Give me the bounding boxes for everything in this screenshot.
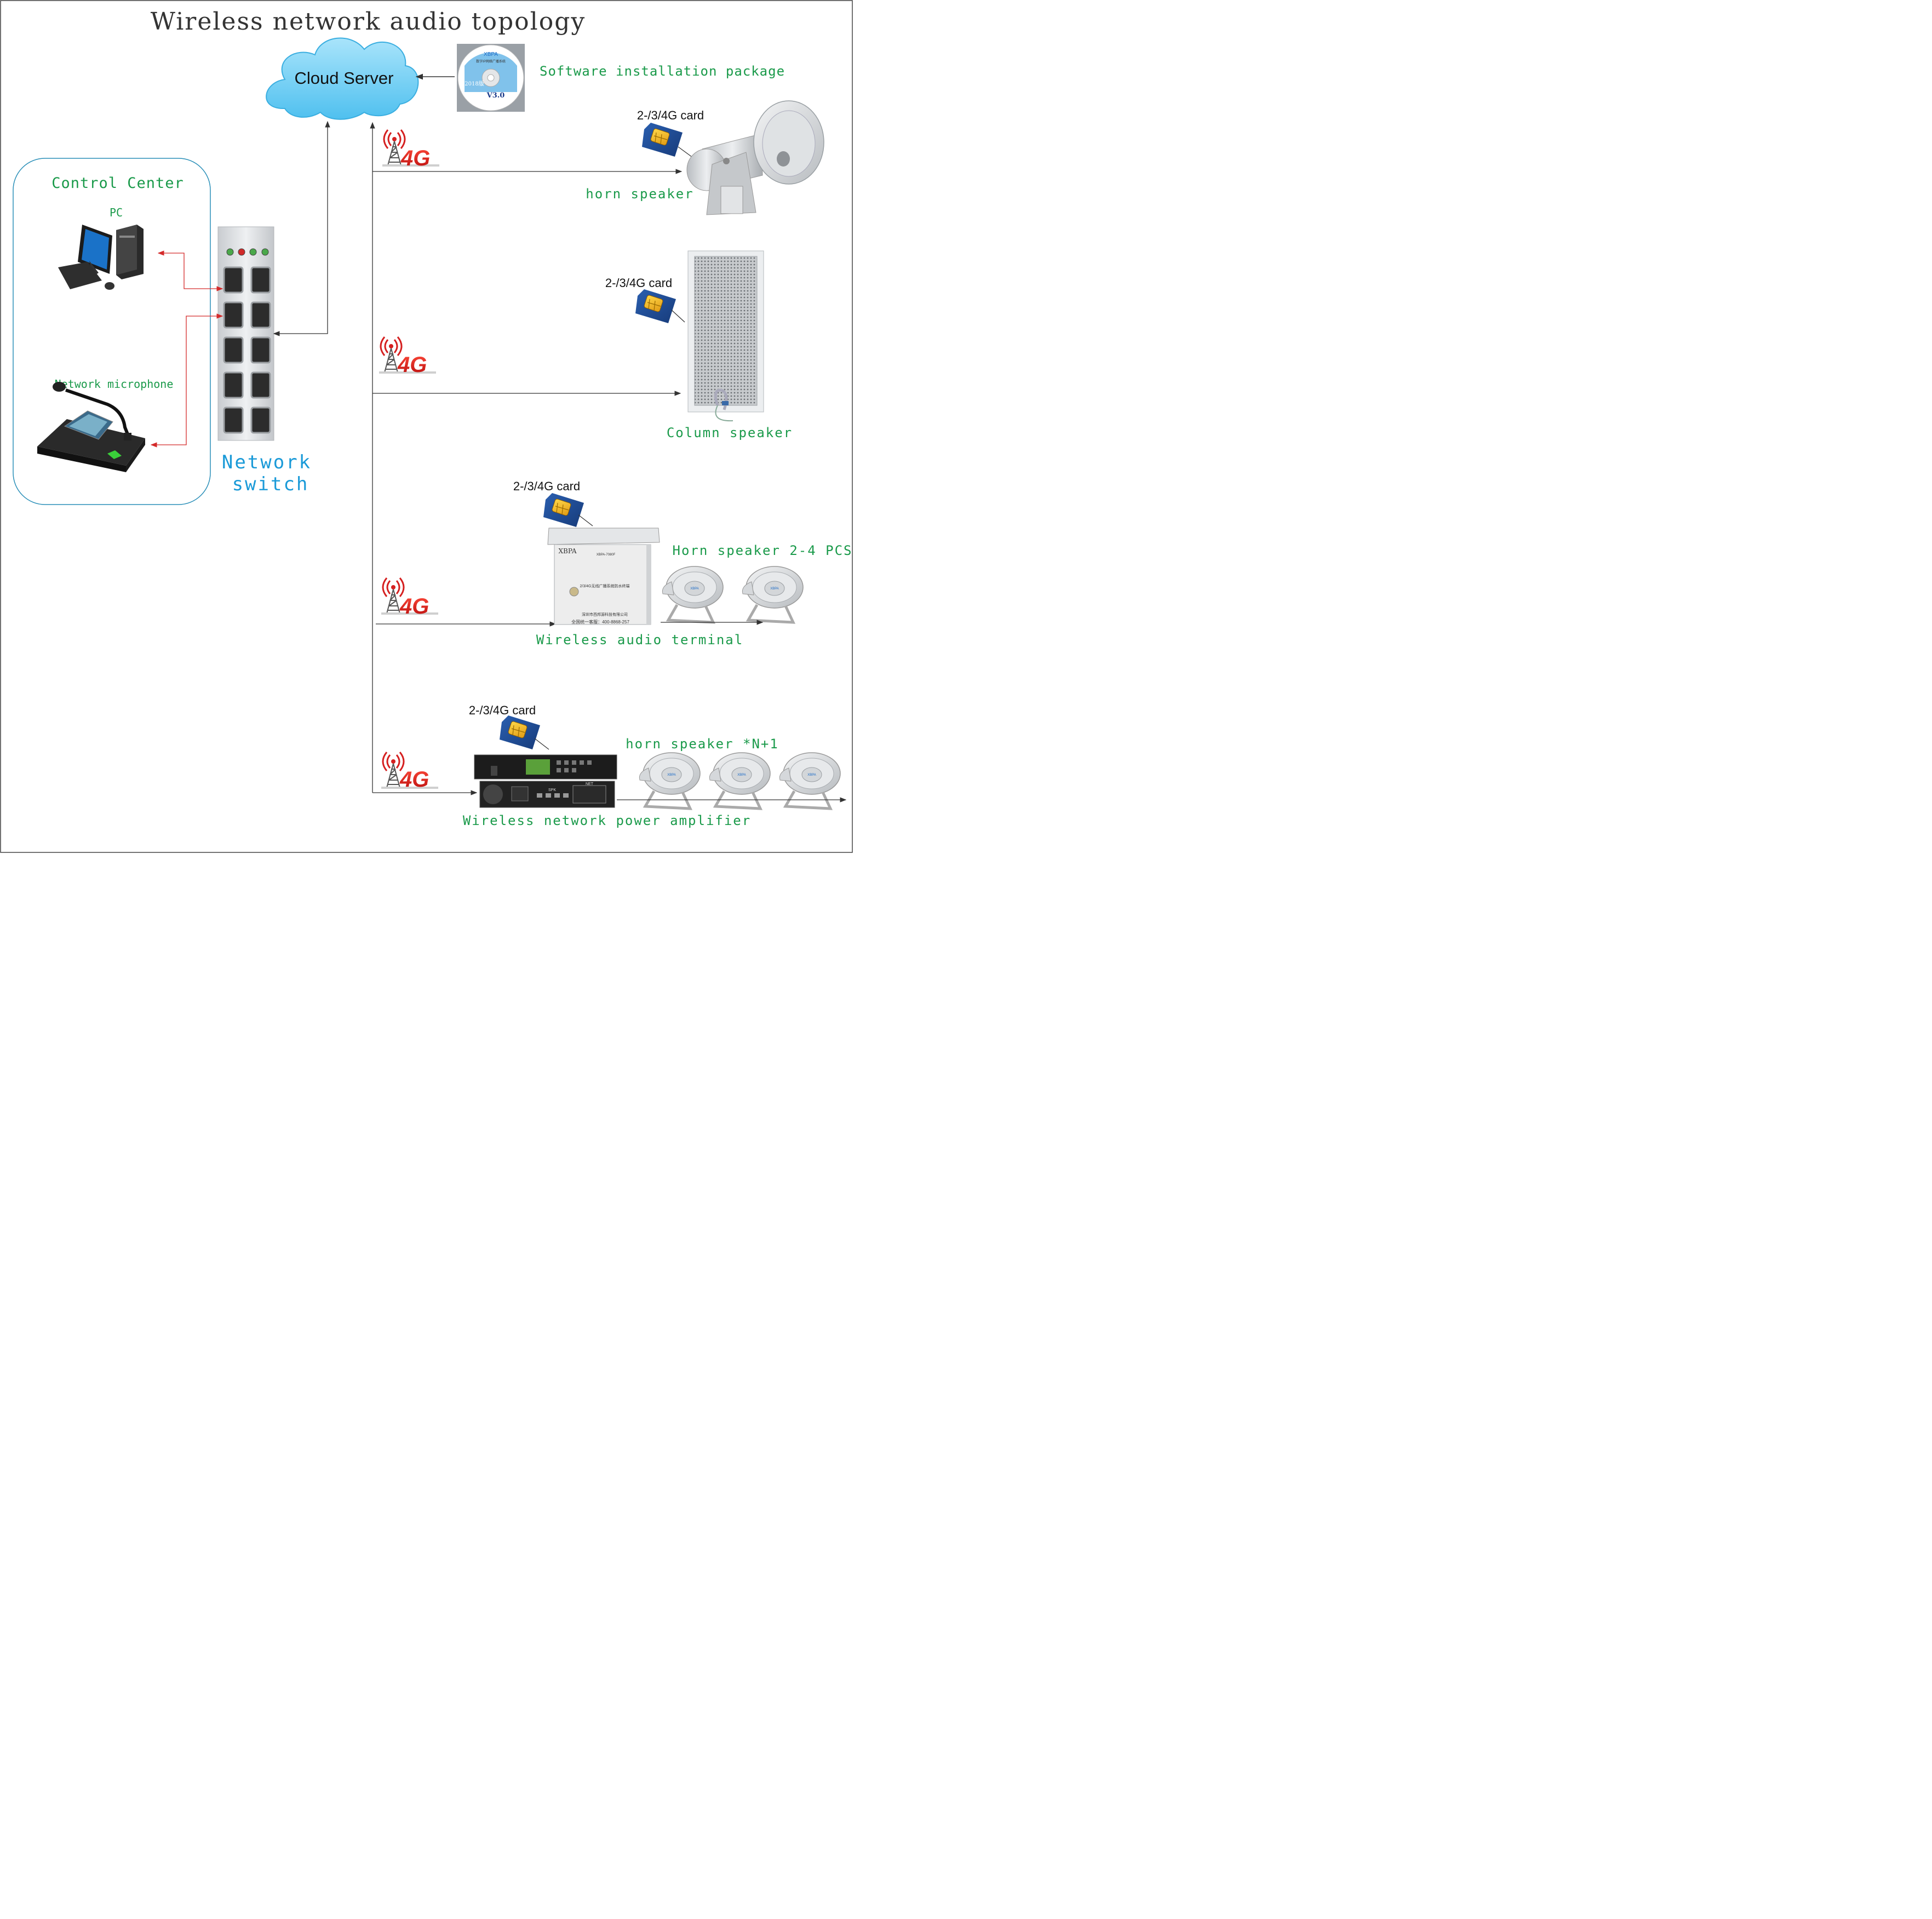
network-switch-icon (217, 226, 274, 441)
horn-speaker-small-icon (779, 753, 840, 809)
horn-speaker-small-icon (662, 566, 723, 622)
signal-4g-label: 4G (399, 767, 429, 792)
wireless-audio-terminal-label: Wireless audio terminal (536, 632, 743, 648)
network-microphone-icon (37, 382, 145, 472)
sim-card-label: 2-/3/4G card (637, 108, 704, 122)
software-package-label: Software installation package (540, 64, 785, 79)
cloud-server (266, 37, 419, 120)
wireless-power-amplifier-label: Wireless network power amplifier (463, 813, 751, 828)
sim-card-leader (671, 310, 685, 323)
sim-card-leader (578, 514, 593, 526)
network-microphone-label: Network microphone (55, 377, 174, 391)
amp-spk-label: SPK (548, 788, 556, 792)
sim-card-icon (641, 122, 683, 157)
sim-card-label: 2-/3/4G card (469, 703, 536, 717)
terminal-brand: XBPA (559, 547, 577, 555)
terminal-model: XBPA-7080F (597, 553, 616, 557)
signal-4g-label: 4G (400, 146, 430, 170)
sim-card-icon (499, 715, 541, 750)
signal-4g-label: 4G (397, 353, 427, 377)
cloud-server-label: Cloud Server (295, 68, 394, 88)
topology-diagram: XBPA Wireless network audio topology Clo… (0, 0, 853, 853)
control-center-title: Control Center (51, 175, 184, 192)
terminal-horns-label: Horn speaker 2-4 PCS (673, 543, 853, 558)
column-speaker-icon (687, 250, 764, 422)
network-switch-label-line1: Network (222, 451, 312, 473)
switch-cloud-link (273, 121, 330, 336)
wireless-power-amplifier-icon (474, 754, 617, 808)
network-switch-label-line2: switch (232, 473, 309, 495)
pc-label: PC (110, 206, 123, 219)
horn-speaker-icon (686, 100, 824, 215)
sim-card-label: 2-/3/4G card (513, 479, 580, 493)
amp-net-label: NET (586, 782, 594, 786)
cd-year: 2018版 (465, 80, 484, 87)
cd-subtitle: 数字IP网络广播系统 (476, 59, 506, 64)
switch-microphone-link (150, 313, 223, 448)
sim-card-icon (635, 289, 677, 324)
terminal-company: 深圳市西邦源科技有限公司 (582, 612, 628, 617)
wireless-audio-terminal-icon (547, 528, 660, 625)
horn-speaker-small-icon (709, 753, 770, 809)
switch-pc-link (157, 250, 223, 291)
pc-computer-icon (58, 225, 144, 290)
sim-card-label: 2-/3/4G card (605, 276, 672, 290)
amplifier-horns-label: horn speaker *N+1 (626, 736, 779, 752)
diagram-canvas: XBPA Wireless network audio topology Clo… (0, 0, 853, 853)
terminal-description: 2/3/4G无线广播系统防水终端 (580, 583, 629, 588)
sim-card-leader (534, 738, 549, 750)
signal-4g-label: 4G (399, 594, 429, 618)
horn-speaker-small-icon (639, 753, 700, 809)
horn-speaker-label: horn speaker (586, 186, 693, 202)
cd-version: V3.0 (486, 91, 505, 100)
terminal-hotline: 全国统一客服：400-8868-257 (571, 619, 629, 625)
page-title: Wireless network audio topology (151, 8, 586, 36)
column-speaker-label: Column speaker (667, 425, 793, 440)
cd-brand: XBPA (484, 51, 498, 58)
horn-speaker-small-icon (742, 566, 803, 622)
software-cd-icon (457, 44, 525, 112)
sim-card-icon (543, 492, 584, 528)
